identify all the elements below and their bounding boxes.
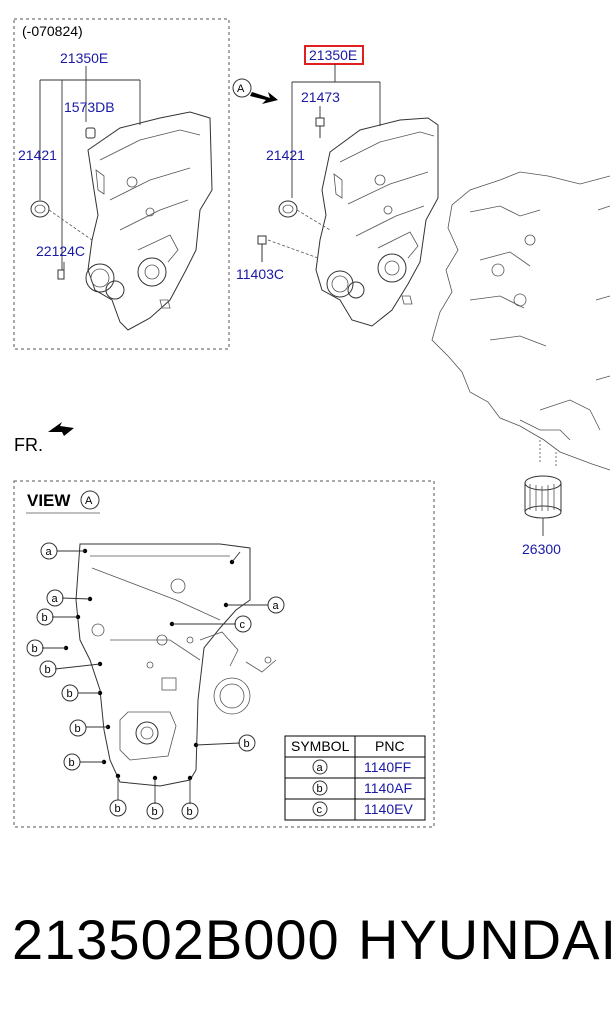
pn-left-bolt: 1573DB xyxy=(64,99,115,115)
svg-text:c: c xyxy=(240,619,246,631)
svg-text:a: a xyxy=(46,546,53,558)
svg-text:b: b xyxy=(244,738,250,750)
view-a-box xyxy=(13,480,435,828)
pn-right-bolt2: 11403C xyxy=(236,266,284,282)
view-arrow xyxy=(250,92,278,104)
svg-text:b: b xyxy=(42,612,48,624)
view-title: VIEW xyxy=(27,491,71,510)
bolt-left xyxy=(85,127,96,139)
table-row-symbol: a xyxy=(317,762,324,774)
svg-text:b: b xyxy=(32,643,38,655)
footer-part-code: 213502B000 xyxy=(12,908,340,971)
front-arrow xyxy=(48,422,74,436)
pn-right-seal: 21421 xyxy=(266,147,305,163)
view-marker-letter: A xyxy=(237,83,245,95)
symbol-callout-b: b xyxy=(39,660,57,678)
view-a-cover xyxy=(75,543,277,787)
engine-block xyxy=(431,171,611,471)
front-label: FR. xyxy=(14,435,43,455)
pn-left-assembly: 21350E xyxy=(60,50,108,66)
table-row-pnc: 1140EV xyxy=(364,801,413,817)
symbol-callout-b: b xyxy=(26,639,44,657)
symbol-callout-b: b xyxy=(63,753,81,771)
table-header-pnc: PNC xyxy=(375,738,405,754)
highlight-box xyxy=(304,45,364,65)
svg-text:b: b xyxy=(45,664,51,676)
table-row-pnc: 1140FF xyxy=(364,759,411,775)
svg-text:a: a xyxy=(273,600,280,612)
view-marker-circle xyxy=(232,78,252,98)
variant-box xyxy=(13,18,230,350)
symbol-callout-a: a xyxy=(267,596,285,614)
bolt-right-top xyxy=(315,117,325,138)
bolt-right-bottom xyxy=(257,235,267,262)
symbol-callout-c: c xyxy=(234,615,252,633)
view-a-callouts xyxy=(63,548,235,781)
symbol-callout-b: b xyxy=(181,802,199,820)
pn-right-assembly: 21350E xyxy=(309,47,357,63)
symbol-callout-b: b xyxy=(69,719,87,737)
symbol-callout-a: a xyxy=(46,589,64,607)
symbol-callout-a: a xyxy=(40,542,58,560)
symbol-table: SYMBOL PNC a 1140FF b 1140AF c 1140EV xyxy=(284,735,426,821)
svg-text:b: b xyxy=(69,757,75,769)
table-row-symbol: b xyxy=(317,783,323,795)
view-title-letter: A xyxy=(85,495,93,507)
svg-text:b: b xyxy=(187,806,193,818)
table-row-symbol: c xyxy=(317,804,323,816)
symbol-callout-b: b xyxy=(109,799,127,817)
symbol-callout-b: b xyxy=(61,684,79,702)
footer: 213502B000 HYUNDAI xyxy=(0,900,611,980)
svg-text:b: b xyxy=(67,688,73,700)
timing-cover-left xyxy=(85,111,213,331)
symbol-callout-b: b xyxy=(146,802,164,820)
svg-text:a: a xyxy=(52,593,59,605)
oil-seal-left xyxy=(30,200,50,218)
dowel-pin xyxy=(57,269,65,280)
svg-text:b: b xyxy=(152,806,158,818)
pn-oil-filter: 26300 xyxy=(522,541,561,557)
symbol-callout-b: b xyxy=(36,608,54,626)
timing-cover-right xyxy=(315,117,439,327)
symbol-callout-b: b xyxy=(238,734,256,752)
view-a-leaders xyxy=(42,550,268,804)
svg-text:b: b xyxy=(75,723,81,735)
variant-label: (-070824) xyxy=(22,23,83,39)
oil-filter xyxy=(524,475,562,536)
oil-seal-right xyxy=(278,200,298,218)
footer-brand: HYUNDAI xyxy=(358,908,611,971)
parts-diagram: (-070824) 21350E 1573DB 21421 22124C 213… xyxy=(13,18,611,828)
pn-left-seal: 21421 xyxy=(18,147,57,163)
svg-text:b: b xyxy=(115,803,121,815)
table-row-pnc: 1140AF xyxy=(364,780,412,796)
pn-left-pin: 22124C xyxy=(36,243,85,259)
pn-right-bolt: 21473 xyxy=(301,89,340,105)
table-header-symbol: SYMBOL xyxy=(291,738,350,754)
